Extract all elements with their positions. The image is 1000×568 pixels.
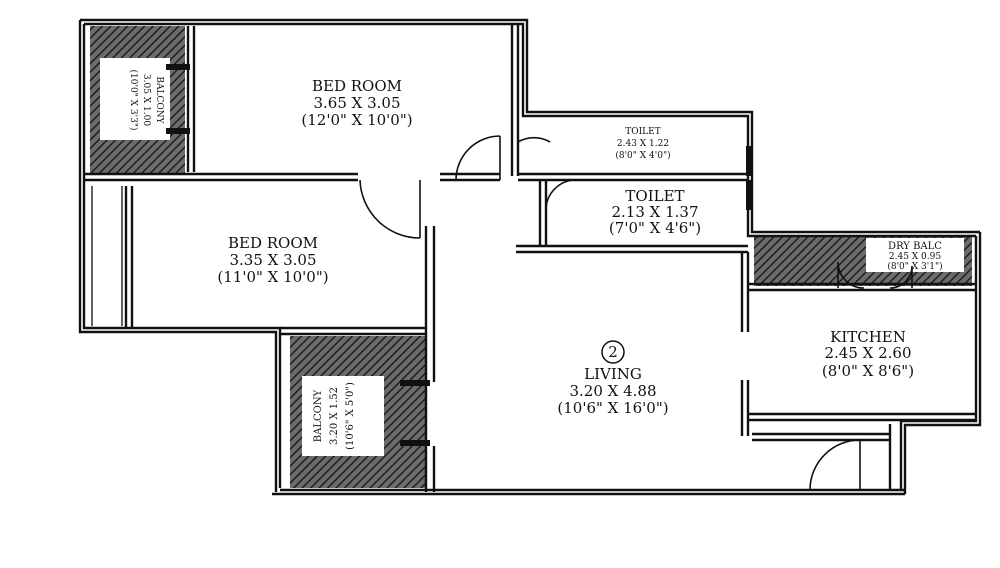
dry-balcony-label-box	[866, 238, 964, 272]
kitchen-name: KITCHEN	[830, 328, 906, 346]
kitchen-imperial: (8'0" X 8'6")	[822, 362, 914, 380]
toilet-2-metric: 2.13 X 1.37	[611, 203, 698, 221]
bedroom-1-imperial: (12'0" X 10'0")	[301, 111, 412, 129]
balcony-1-label-box	[100, 58, 170, 140]
windows	[166, 64, 752, 446]
interior-walls	[84, 24, 976, 492]
kitchen-label: KITCHEN 2.45 X 2.60 (8'0" X 8'6")	[822, 328, 914, 380]
living-name: LIVING	[584, 365, 642, 383]
bedroom-2-metric: 3.35 X 3.05	[229, 251, 316, 269]
toilet-1-name: TOILET	[625, 127, 661, 137]
dry-balcony-label: DRY BALC 2.45 X 0.95 (8'0" X 3'1")	[887, 241, 942, 272]
living-room-number-circle	[601, 340, 625, 364]
toilet-2-label: TOILET 2.13 X 1.37 (7'0" X 4'6")	[609, 187, 701, 237]
toilet-1-imperial: (8'0" X 4'0")	[615, 150, 670, 161]
balcony-2-name: BALCONY	[313, 389, 324, 442]
balcony-1-imperial: (10'0" X 3'3")	[128, 69, 139, 130]
balcony-2-imperial: (10'6" X 5'0")	[345, 382, 356, 450]
bedroom-1-name: BED ROOM	[312, 77, 402, 95]
bedroom-1-label: BED ROOM 3.65 X 3.05 (12'0" X 10'0")	[301, 77, 412, 129]
balcony-1-label: BALCONY 3.05 X 1.00 (10'0" X 3'3")	[128, 69, 164, 130]
dry-balcony-imperial: (8'0" X 3'1")	[887, 261, 942, 272]
toilet-1-label: TOILET 2.43 X 1.22 (8'0" X 4'0")	[615, 127, 670, 161]
bedroom-2-imperial: (11'0" X 10'0")	[217, 268, 328, 286]
balcony-2-label-box	[302, 376, 384, 456]
dry-balcony-metric: 2.45 X 0.95	[889, 252, 941, 262]
kitchen-metric: 2.45 X 2.60	[824, 344, 911, 362]
dry-balcony-name: DRY BALC	[888, 241, 942, 252]
living-room-number: 2	[608, 343, 618, 361]
doors	[359, 135, 913, 491]
toilet-1-metric: 2.43 X 1.22	[617, 139, 669, 149]
living-label: 2 LIVING 3.20 X 4.88 (10'6" X 16'0")	[557, 340, 669, 417]
living-imperial: (10'6" X 16'0")	[557, 399, 668, 417]
toilet-2-name: TOILET	[625, 187, 684, 205]
balcony-2-label: BALCONY 3.20 X 1.52 (10'6" X 5'0")	[313, 382, 356, 450]
outer-walls	[78, 18, 982, 496]
toilet-2-imperial: (7'0" X 4'6")	[609, 219, 701, 237]
living-metric: 3.20 X 4.88	[569, 382, 656, 400]
bedroom-1-metric: 3.65 X 3.05	[313, 94, 400, 112]
balcony-1-metric: 3.05 X 1.00	[141, 74, 151, 126]
balcony-1-name: BALCONY	[154, 76, 164, 124]
bedroom-2-label: BED ROOM 3.35 X 3.05 (11'0" X 10'0")	[217, 234, 328, 286]
balcony-2-metric: 3.20 X 1.52	[329, 387, 340, 445]
bedroom-2-name: BED ROOM	[228, 234, 318, 252]
